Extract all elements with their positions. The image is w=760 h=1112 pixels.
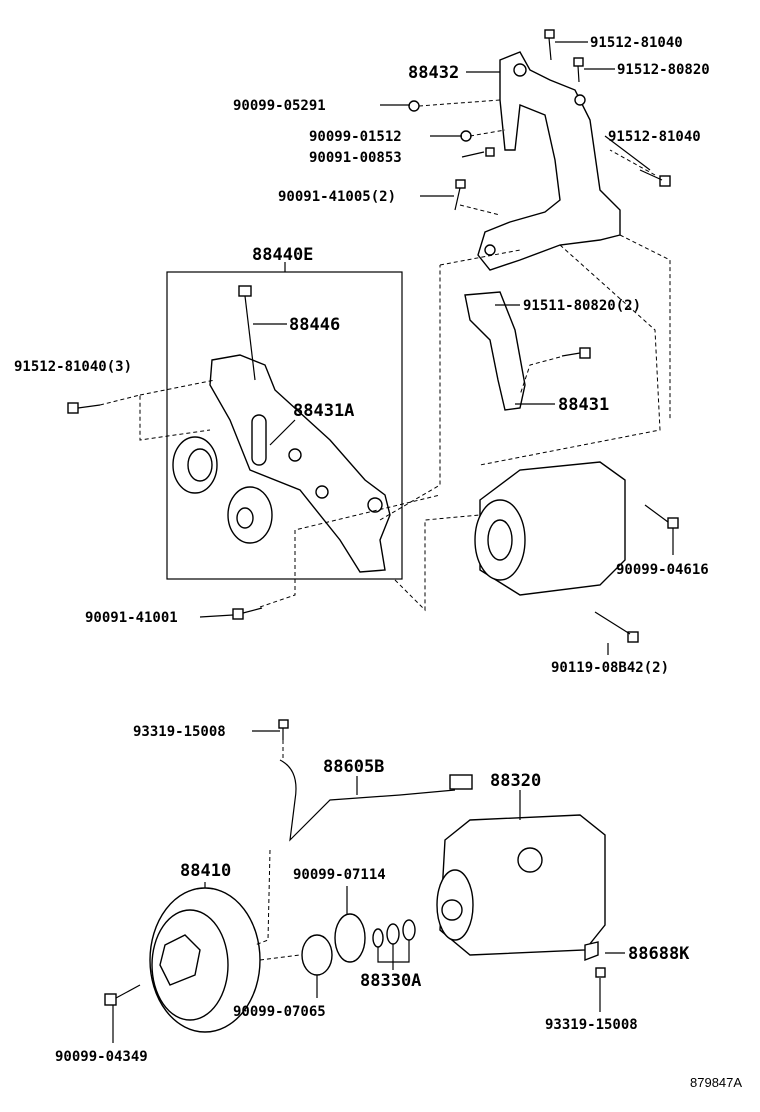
bracket-88431 (464, 291, 526, 411)
snap-ring-90099-07114 (334, 913, 366, 963)
label-90099-07114: 90099-07114 (293, 867, 386, 883)
label-91512-80820: 91512-80820 (617, 62, 710, 78)
bracket-88431A (209, 354, 391, 573)
snap-ring-90099-07065 (301, 934, 333, 976)
label-88431: 88431 (558, 395, 609, 415)
diagram-id: 879847A (690, 1075, 742, 1090)
label-90099-07065: 90099-07065 (233, 1004, 326, 1020)
label-93319-15008-top: 93319-15008 (133, 724, 226, 740)
bolts (67, 29, 679, 1006)
label-90091-00853: 90091-00853 (309, 150, 402, 166)
label-88688K: 88688K (628, 944, 690, 964)
label-90099-05291: 90099-05291 (233, 98, 326, 114)
label-90099-01512: 90099-01512 (309, 129, 402, 145)
wire-88605B (279, 759, 456, 842)
assembly-lines (99, 99, 671, 961)
label-90099-04616: 90099-04616 (616, 562, 709, 578)
label-91512-81040-right: 91512-81040 (608, 129, 701, 145)
label-91511-80820: 91511-80820(2) (523, 298, 641, 314)
compressor-88320 (436, 814, 606, 956)
bracket-88432 (477, 51, 621, 271)
bolt-88446 (238, 285, 256, 381)
label-88446: 88446 (289, 315, 340, 335)
label-88440E: 88440E (252, 245, 313, 265)
label-88432: 88432 (408, 63, 459, 83)
label-88330A: 88330A (360, 971, 421, 991)
leader-lines (112, 41, 674, 1043)
label-88410: 88410 (180, 861, 231, 881)
label-90119-08B42: 90119-08B42(2) (551, 660, 669, 676)
label-90099-04349: 90099-04349 (55, 1049, 148, 1065)
label-88605B: 88605B (323, 757, 384, 777)
idler-pulleys (172, 436, 273, 544)
label-90091-41001: 90091-41001 (85, 610, 178, 626)
compressor-installed (474, 461, 626, 596)
label-90091-41005: 90091-41005(2) (278, 189, 396, 205)
label-88320: 88320 (490, 771, 541, 791)
clutch-88410 (149, 887, 261, 1033)
label-88431A: 88431A (293, 401, 354, 421)
label-91512-81040-3: 91512-81040(3) (14, 359, 132, 375)
label-91512-81040-top: 91512-81040 (590, 35, 683, 51)
label-93319-15008-bottom: 93319-15008 (545, 1017, 638, 1033)
